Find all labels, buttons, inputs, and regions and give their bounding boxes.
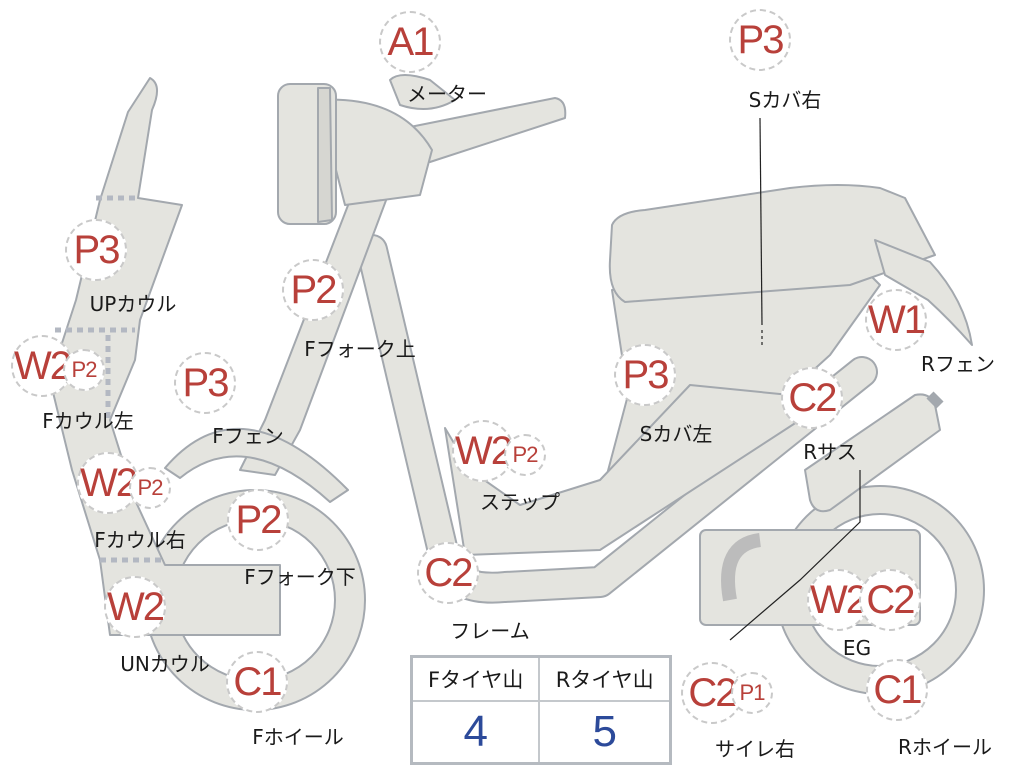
part-code-badge: W2	[104, 576, 166, 638]
part-code-badge: C1	[866, 659, 928, 721]
handlebar	[394, 97, 567, 163]
part-code-badge: P1	[731, 672, 773, 714]
leader-line	[759, 117, 763, 326]
part-label: ステップ	[480, 490, 560, 514]
part-label: UPカウル	[89, 292, 177, 316]
seat	[608, 184, 936, 303]
front-fender	[164, 427, 349, 503]
part-code-badge: W2	[77, 452, 139, 514]
part-code-badge: W2	[452, 420, 514, 482]
part-label: サイレ右	[715, 737, 795, 761]
part-code-badge: P2	[129, 467, 171, 509]
rear-tyre-value: 5	[538, 700, 672, 765]
part-code-badge: P2	[227, 489, 289, 551]
front-tyre-header: Fタイヤ山	[410, 655, 541, 702]
part-code-badge: P3	[614, 344, 676, 406]
part-code-badge: P3	[174, 352, 236, 414]
meter	[389, 74, 456, 110]
rear-shock	[804, 393, 941, 513]
leader-line	[729, 470, 861, 641]
front-tyre-value: 4	[410, 700, 541, 765]
part-code-badge: W2	[11, 335, 73, 397]
step-floor	[444, 384, 801, 556]
part-label: メーター	[407, 82, 487, 106]
part-label: Fフォーク下	[244, 565, 356, 589]
part-label: Fホイール	[252, 725, 344, 749]
rear-tyre-header: Rタイヤ山	[538, 655, 672, 702]
part-code-badge: C2	[781, 367, 843, 429]
part-label: Fカウル左	[42, 409, 134, 433]
part-label: EG	[842, 636, 872, 660]
part-code-badge: P2	[63, 349, 105, 391]
part-label: Rホイール	[898, 735, 992, 759]
part-label: Fフォーク上	[304, 337, 416, 361]
part-code-badge: C2	[859, 569, 921, 631]
part-label: Rフェン	[921, 352, 995, 376]
part-code-badge: P3	[65, 219, 127, 281]
part-label: Fフェン	[212, 424, 284, 448]
part-code-badge: W2	[807, 569, 869, 631]
part-label: Sカバ左	[639, 422, 713, 446]
part-code-badge: P2	[282, 259, 344, 321]
part-label: Sカバ右	[748, 88, 822, 112]
part-code-badge: C1	[226, 651, 288, 713]
part-code-badge: P2	[504, 434, 546, 476]
part-code-badge: P3	[729, 9, 791, 71]
part-label: UNカウル	[120, 652, 210, 676]
part-label: Rサス	[803, 440, 857, 464]
part-code-badge: C2	[417, 542, 479, 604]
part-code-badge: W1	[865, 289, 927, 351]
rear-fender	[874, 239, 973, 346]
part-code-badge: A1	[379, 11, 441, 73]
headstock	[317, 98, 433, 206]
tyre-tread-table: Fタイヤ山 Rタイヤ山 4 5	[410, 655, 672, 765]
part-label: フレーム	[450, 619, 530, 643]
part-label: Fカウル右	[94, 528, 186, 552]
